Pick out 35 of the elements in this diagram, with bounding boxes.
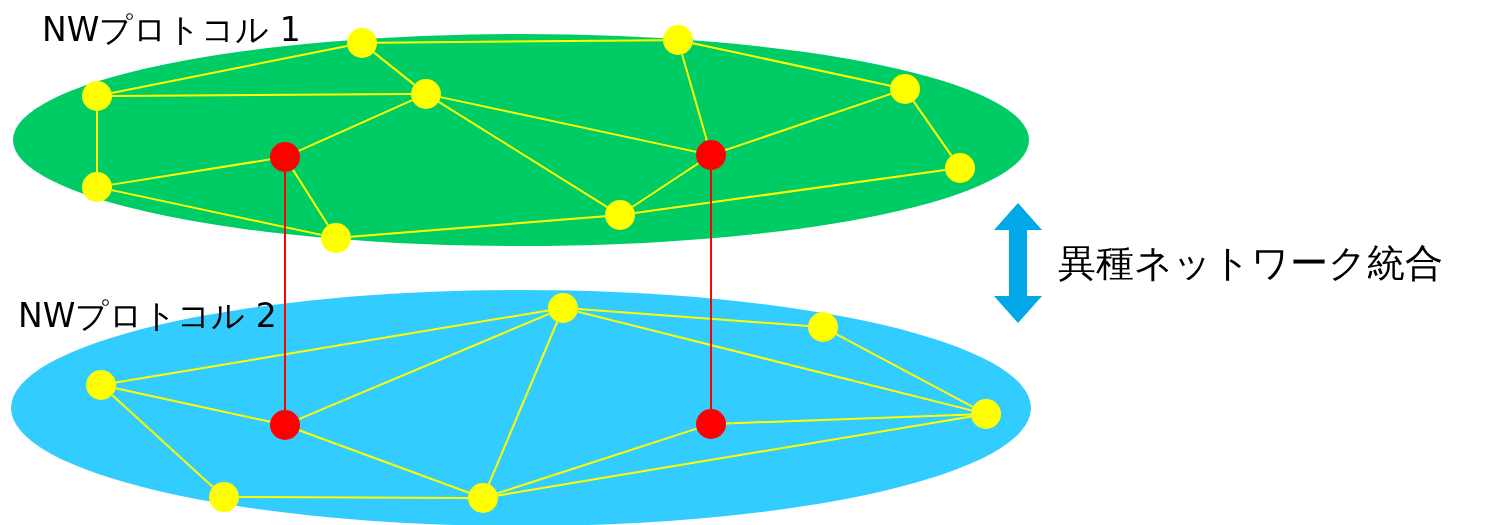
link-line [496, 415, 973, 497]
link-line [633, 169, 947, 214]
link-line [349, 215, 607, 238]
integration-label: 異種ネットワーク統合 [1058, 240, 1443, 287]
link-line [292, 168, 329, 227]
link-line [691, 42, 892, 87]
link-line [631, 162, 700, 208]
link-line [110, 44, 349, 95]
link-line [439, 96, 698, 153]
link-line [912, 100, 953, 157]
link-line [111, 394, 214, 488]
layer-heading: NWプロトコル 1 [42, 9, 301, 51]
link-line [496, 427, 698, 495]
link-line [298, 429, 470, 494]
link-line [725, 413, 972, 425]
link-line [681, 53, 708, 142]
link-line [114, 387, 272, 423]
link-line [114, 309, 550, 384]
link-line [576, 310, 973, 412]
link-line [297, 99, 414, 152]
link-line [487, 320, 559, 486]
link-line [96, 110, 98, 173]
link-line [437, 100, 609, 209]
link-line [111, 93, 412, 97]
link-line [284, 171, 286, 411]
link-line [372, 51, 416, 86]
link-line [376, 39, 664, 44]
link-line [238, 496, 469, 499]
link-line [835, 333, 974, 408]
link-line [297, 312, 551, 421]
link-line [110, 189, 323, 236]
link-line [710, 169, 712, 410]
link-line [724, 92, 892, 152]
link-line [576, 308, 810, 327]
link-line [110, 158, 272, 186]
